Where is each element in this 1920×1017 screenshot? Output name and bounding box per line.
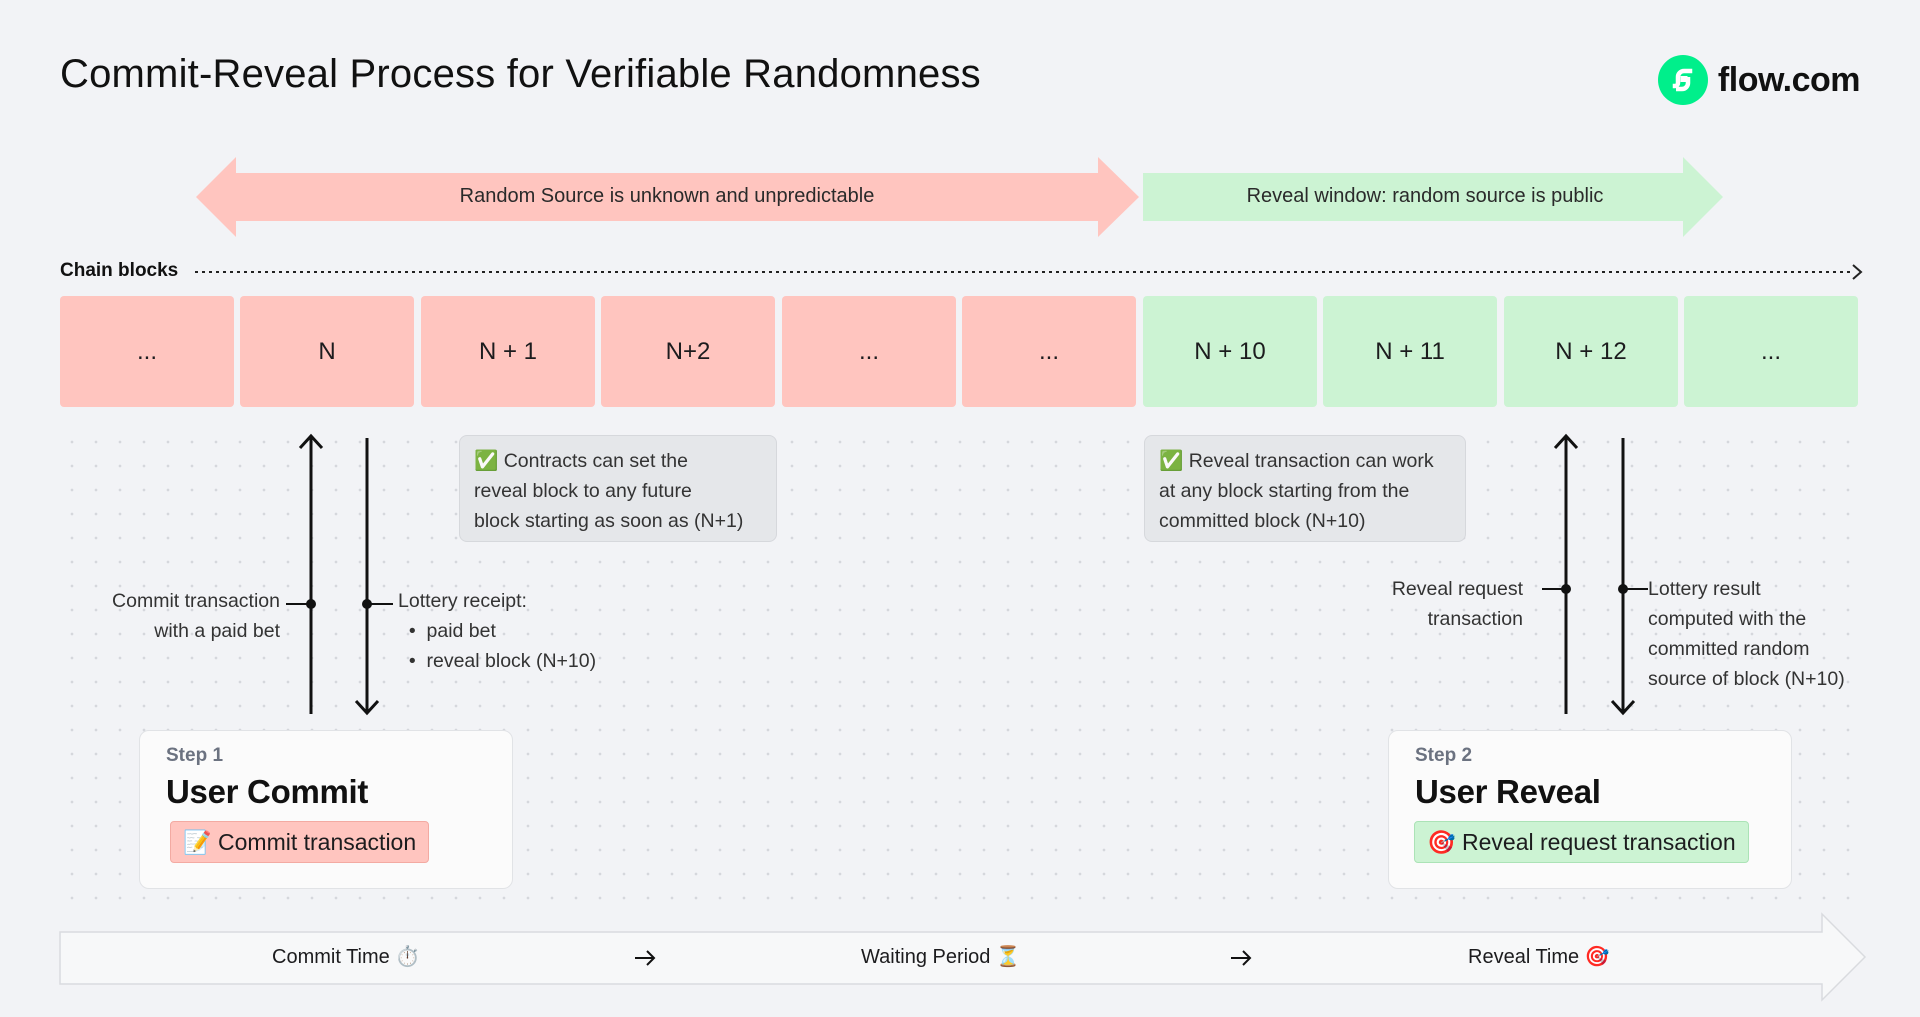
note-line: reveal block to any future [474, 480, 692, 502]
step1-card: Step 1 User Commit 📝 Commit transaction [139, 730, 513, 889]
chain-arrow-head [1852, 264, 1863, 280]
commit-time-label: Commit Time ⏱️ [272, 946, 421, 968]
note-line: block starting as soon as (N+1) [474, 510, 744, 532]
label-line: Lottery result [1648, 578, 1761, 600]
note-line: ✅ Contracts can set the [474, 450, 688, 472]
unknown-window-arrow [196, 157, 1139, 237]
commit-transaction-pill: 📝 Commit transaction [170, 821, 430, 863]
receipt-item-text: reveal block (N+10) [426, 650, 597, 672]
block-cell: N + 10 [1143, 296, 1317, 407]
lottery-result-label: Lottery result computed with the committ… [1648, 574, 1863, 694]
label-line: with a paid bet [154, 620, 280, 642]
block-cell: ... [782, 296, 956, 407]
note-line: at any block starting from the [1159, 480, 1410, 502]
receipt-down-arrowhead [354, 699, 380, 716]
label-line: Lottery receipt: [398, 590, 527, 612]
reveal-window-label: Reveal window: random source is public [1246, 185, 1604, 207]
waiting-period-label: Waiting Period ⏳ [861, 946, 1021, 968]
commit-transaction-label: Commit transaction with a paid bet [60, 586, 280, 646]
unknown-window-label: Random Source is unknown and unpredictab… [459, 185, 875, 207]
label-line: committed random [1648, 638, 1810, 660]
step1-number: Step 1 [166, 745, 224, 766]
contracts-note: ✅ Contracts can set the reveal block to … [459, 435, 777, 542]
logo-text: flow.com [1717, 60, 1861, 99]
reveal-time-label: Reveal Time 🎯 [1468, 946, 1610, 968]
timeline-arrow-shape [59, 912, 1867, 1002]
step2-title: User Reveal [1415, 773, 1601, 810]
block-cell: ... [962, 296, 1136, 407]
block-cell: N + 12 [1504, 296, 1678, 407]
timeline-arrow-2 [1231, 950, 1252, 966]
receipt-item: • reveal block (N+10) [398, 650, 597, 672]
timeline-arrow-1 [635, 950, 656, 966]
label-line: source of block (N+10) [1648, 668, 1845, 690]
note-line: ✅ Reveal transaction can work [1159, 450, 1434, 472]
reveal-window-arrow [1143, 157, 1723, 237]
block-cell: ... [1684, 296, 1858, 407]
page-title: Commit-Reveal Process for Verifiable Ran… [60, 52, 981, 96]
lottery-receipt-label: Lottery receipt: • paid bet • reveal blo… [398, 586, 658, 676]
note-line: committed block (N+10) [1159, 510, 1366, 532]
block-cell: N [240, 296, 414, 407]
label-line: Reveal request [1391, 578, 1523, 600]
step2-card: Step 2 User Reveal 🎯 Reveal request tran… [1388, 730, 1792, 889]
block-cell: N+2 [601, 296, 775, 407]
reveal-up-arrowhead [1553, 433, 1579, 450]
label-line: Commit transaction [112, 590, 280, 612]
block-cell: N + 11 [1323, 296, 1497, 407]
step1-title: User Commit [166, 773, 369, 810]
commit-up-arrowhead [298, 433, 324, 450]
reveal-note: ✅ Reveal transaction can work at any blo… [1144, 435, 1466, 542]
flow-logo[interactable]: flow.com [1657, 55, 1861, 105]
receipt-item-text: paid bet [426, 620, 496, 642]
chain-blocks-label: Chain blocks [60, 260, 179, 281]
step2-number: Step 2 [1415, 745, 1473, 766]
block-cell: N + 1 [421, 296, 595, 407]
reveal-request-pill: 🎯 Reveal request transaction [1414, 821, 1749, 863]
label-line: transaction [1427, 608, 1523, 630]
block-cell: ... [60, 296, 234, 407]
result-down-arrowhead [1610, 699, 1636, 716]
flow-logo-icon [1657, 55, 1708, 105]
receipt-item: • paid bet [398, 620, 496, 642]
reveal-request-label: Reveal request transaction [1300, 574, 1523, 634]
label-line: computed with the [1648, 608, 1807, 630]
